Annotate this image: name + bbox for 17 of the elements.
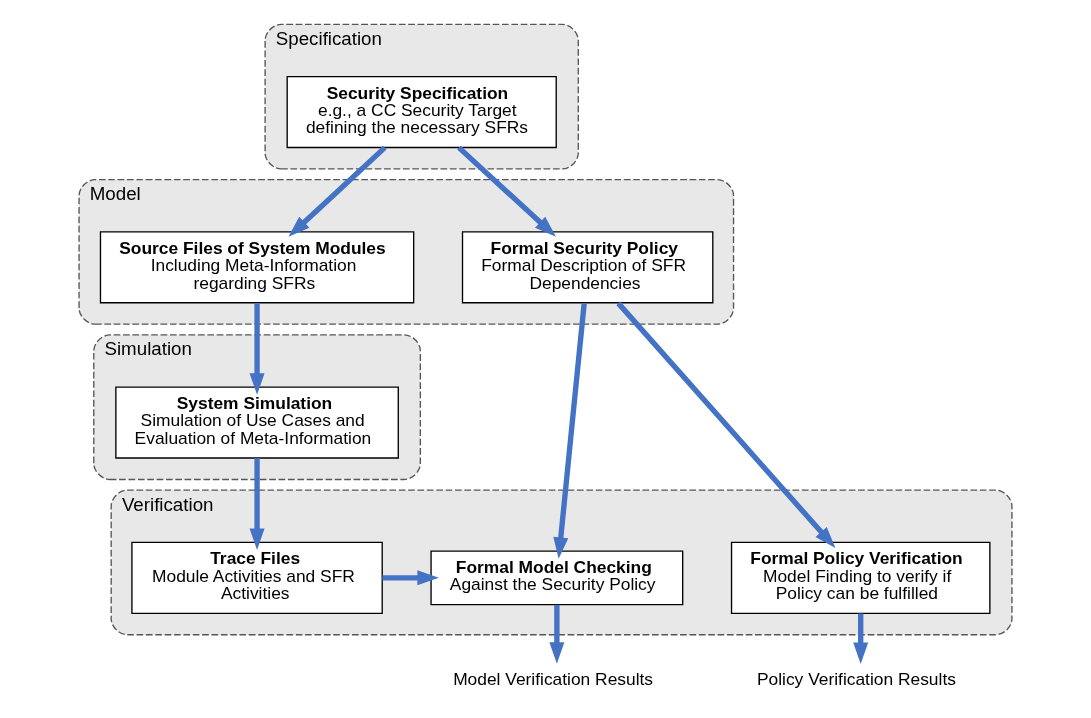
node-box: Formal Model Checking Against the Security Policy [430,550,684,606]
arrow [853,613,869,664]
node-text: Model Verification Results [453,668,654,689]
arrow [382,570,439,586]
node-box: System Simulation Simulation of Use Cases and Evaluation of Meta-Information [115,386,399,459]
node-box: Source Files of System Modules Including Meta-Information regarding SFRs [99,231,415,304]
node-text: Policy Verification Results [756,668,956,689]
node-box: Formal Policy Verification Model Finding to verify if Policy can be fulfilled [730,541,991,614]
arrow [249,458,265,550]
node-box: Trace Files Module Activities and SFR Activities [131,541,383,614]
arrow [288,145,387,237]
arrow [549,604,565,664]
arrow [249,302,265,395]
node-box: Security Specification e.g., a CC Security Target defining the necessary SFRs [286,75,557,149]
arrow [616,301,836,548]
node-box: Formal Security Policy Formal Description of SFR Dependencies [461,231,714,304]
arrow [553,303,587,559]
